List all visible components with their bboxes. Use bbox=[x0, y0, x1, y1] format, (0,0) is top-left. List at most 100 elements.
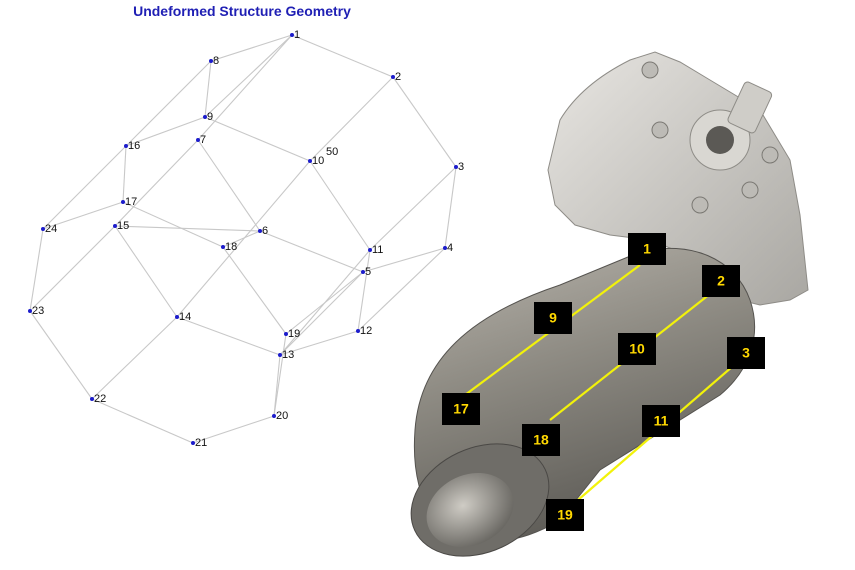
wireframe-node bbox=[41, 227, 45, 231]
wireframe-edge bbox=[222, 230, 261, 248]
bolt-hole bbox=[761, 146, 779, 164]
wireframe-node bbox=[454, 165, 458, 169]
sensor-tag-box bbox=[618, 333, 656, 365]
wireframe-edge bbox=[42, 145, 127, 230]
wireframe-edge bbox=[204, 60, 212, 118]
wireframe-node bbox=[221, 245, 225, 249]
node-label: 8 bbox=[213, 55, 219, 67]
sensor-tag-box bbox=[727, 337, 765, 369]
wireframe-edge bbox=[197, 34, 293, 141]
wireframe-node bbox=[278, 353, 282, 357]
node-label: 2 bbox=[395, 71, 401, 83]
wireframe-node bbox=[290, 33, 294, 37]
sensor-tag: 9 bbox=[534, 302, 572, 334]
sensor-tag-box bbox=[642, 405, 680, 437]
wireframe-edge bbox=[125, 116, 206, 147]
sensor-tag-label: 11 bbox=[654, 413, 669, 429]
wireframe-edge bbox=[114, 139, 199, 227]
wireframe-edge bbox=[357, 247, 446, 332]
node-label: 23 bbox=[32, 305, 44, 317]
wireframe-edge bbox=[42, 201, 124, 230]
bolt-hole bbox=[651, 121, 669, 139]
wireframe-node bbox=[272, 414, 276, 418]
wireframe-node bbox=[90, 397, 94, 401]
sensor-tag: 2 bbox=[702, 265, 740, 297]
sensor-tag: 11 bbox=[642, 405, 680, 437]
node-label-overlap: 50 bbox=[326, 146, 338, 158]
wireframe-edge bbox=[291, 34, 394, 78]
wireframe-edge bbox=[114, 225, 178, 318]
wireframe-node bbox=[196, 138, 200, 142]
sensor-tag-label: 19 bbox=[557, 507, 573, 523]
sensor-tag-label: 2 bbox=[717, 273, 725, 289]
wireframe-edge bbox=[114, 225, 261, 232]
node-label: 12 bbox=[360, 325, 372, 337]
node-label: 21 bbox=[195, 437, 207, 449]
wireframe-node bbox=[203, 115, 207, 119]
wireframe-edge bbox=[279, 330, 359, 356]
wireframe-edge bbox=[176, 160, 311, 318]
wireframe-edges bbox=[29, 34, 457, 444]
wireframe-edge bbox=[309, 76, 394, 162]
node-label: 13 bbox=[282, 349, 294, 361]
wireframe-edge bbox=[122, 201, 224, 248]
wireframe-node bbox=[124, 144, 128, 148]
wireframe-node bbox=[284, 332, 288, 336]
sensor-tag-box bbox=[522, 424, 560, 456]
node-label: 10 bbox=[312, 155, 324, 167]
wireframe-edge bbox=[222, 246, 287, 335]
wireframe-node bbox=[175, 315, 179, 319]
wireframe-edge bbox=[309, 160, 371, 251]
wireframe-edge bbox=[279, 271, 364, 356]
wireframe-node bbox=[361, 270, 365, 274]
node-label: 24 bbox=[45, 223, 57, 235]
sensor-tag-label: 3 bbox=[742, 345, 750, 361]
wireframe-edge bbox=[197, 139, 261, 232]
node-label: 20 bbox=[276, 410, 288, 422]
wireframe-edge bbox=[125, 60, 212, 147]
wireframe-node bbox=[258, 229, 262, 233]
node-label: 9 bbox=[207, 111, 213, 123]
wireframe-node bbox=[113, 224, 117, 228]
node-label: 3 bbox=[458, 161, 464, 173]
node-label: 22 bbox=[94, 393, 106, 405]
wireframe-edge bbox=[29, 228, 44, 312]
node-label: 17 bbox=[125, 196, 137, 208]
wireframe-nodes bbox=[28, 33, 458, 445]
node-label: 11 bbox=[372, 244, 383, 256]
node-label: 18 bbox=[225, 241, 237, 253]
sensor-tag: 3 bbox=[727, 337, 765, 369]
node-label: 5 bbox=[365, 266, 371, 278]
wireframe-node bbox=[191, 441, 195, 445]
wireframe-edge bbox=[273, 333, 287, 417]
motor-photo bbox=[410, 51, 809, 557]
sensor-tag-label: 17 bbox=[453, 401, 469, 417]
sensor-tag: 18 bbox=[522, 424, 560, 456]
wireframe-edge bbox=[29, 225, 116, 312]
wireframe-edge bbox=[357, 249, 371, 332]
diagram-title: Undeformed Structure Geometry bbox=[133, 3, 351, 19]
wireframe-node bbox=[368, 248, 372, 252]
sensor-tag-label: 10 bbox=[629, 341, 645, 357]
sensor-tag: 10 bbox=[618, 333, 656, 365]
wireframe-edge bbox=[204, 34, 293, 118]
sensor-tags: 1 2 3 9 10 11 17 18 19 bbox=[442, 233, 765, 531]
wireframe-node bbox=[356, 329, 360, 333]
wireframe-edge bbox=[192, 415, 275, 444]
wireframe-edge bbox=[285, 271, 364, 335]
wireframe-edge bbox=[29, 310, 93, 400]
wireframe-node bbox=[391, 75, 395, 79]
sensor-tag-box bbox=[534, 302, 572, 334]
node-label: 16 bbox=[128, 140, 140, 152]
bolt-hole bbox=[691, 196, 709, 214]
motor-end-cap bbox=[426, 473, 514, 547]
node-label: 7 bbox=[200, 134, 206, 146]
gearbox-shaft-ring bbox=[706, 126, 734, 154]
wireframe-diagram: Undeformed Structure Geometry 1234567891… bbox=[28, 3, 464, 449]
wireframe-edge bbox=[392, 76, 457, 168]
wireframe-edge bbox=[91, 316, 178, 400]
sensor-tag: 1 bbox=[628, 233, 666, 265]
node-label: 4 bbox=[447, 242, 453, 254]
